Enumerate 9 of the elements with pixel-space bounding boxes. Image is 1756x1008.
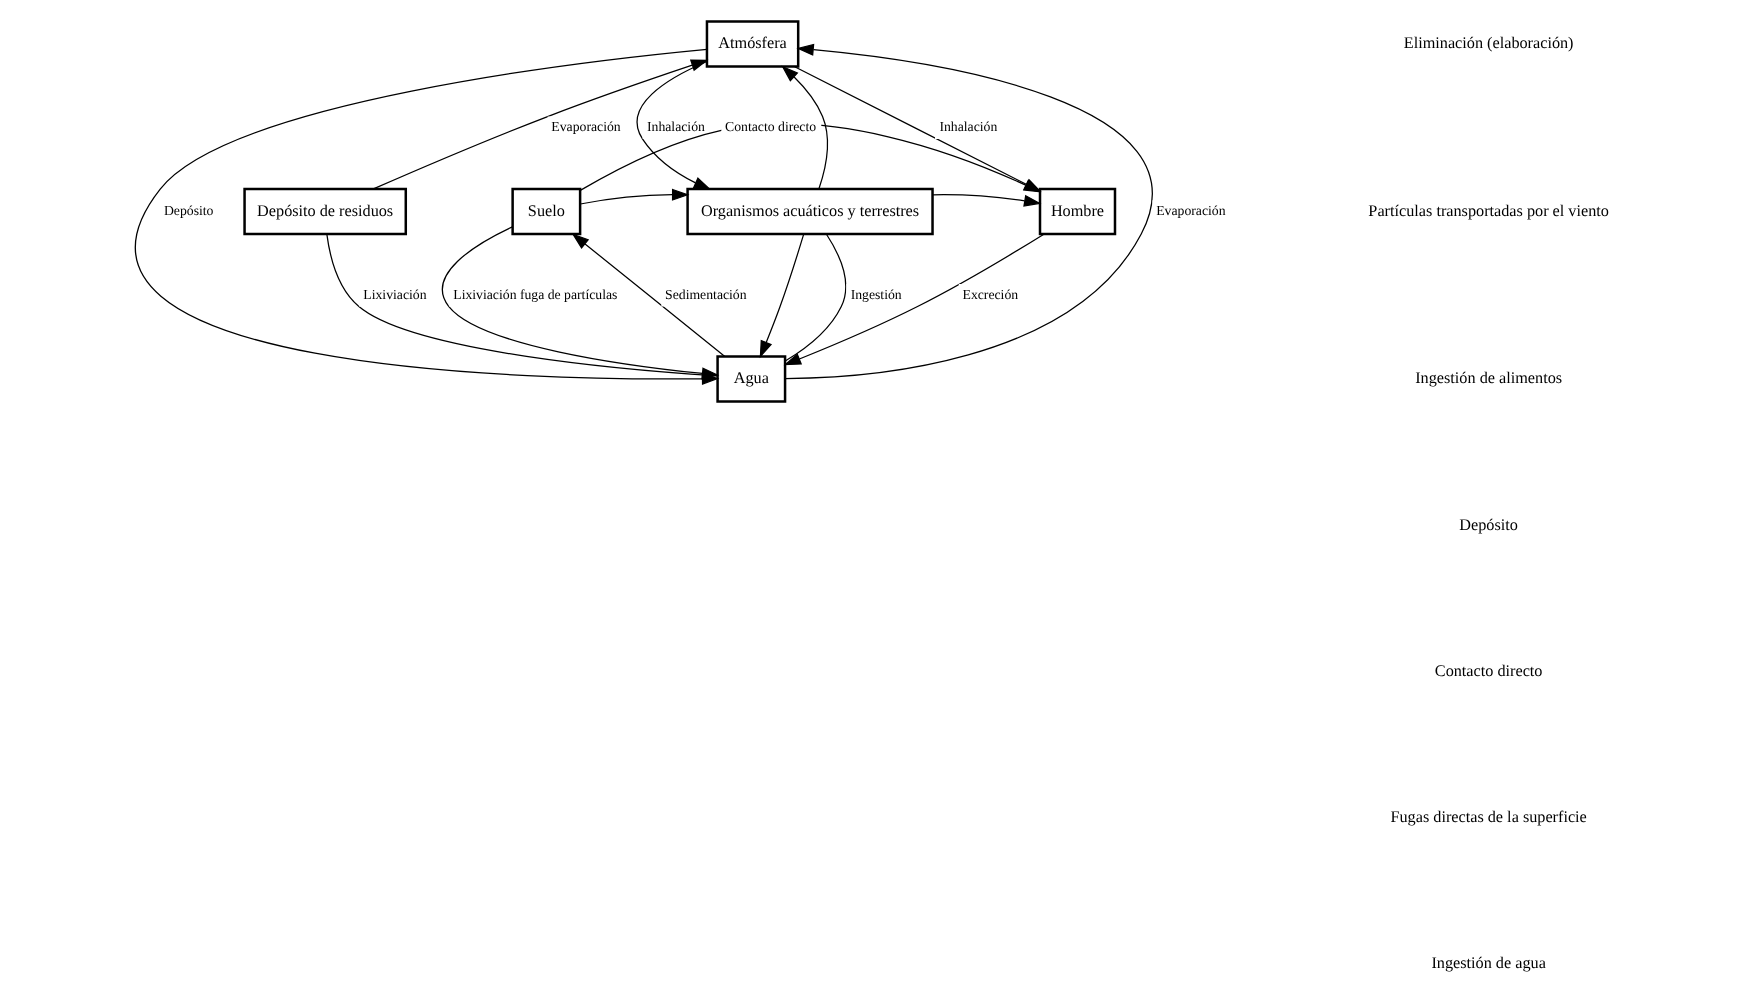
arrow [782, 233, 1044, 366]
connector [783, 233, 846, 362]
arrow [570, 233, 725, 358]
arrow [440, 226, 719, 380]
arrow [758, 233, 804, 359]
arrow [783, 43, 1152, 380]
arrow [578, 188, 689, 205]
arrow [780, 65, 827, 190]
arrow [931, 194, 1041, 207]
